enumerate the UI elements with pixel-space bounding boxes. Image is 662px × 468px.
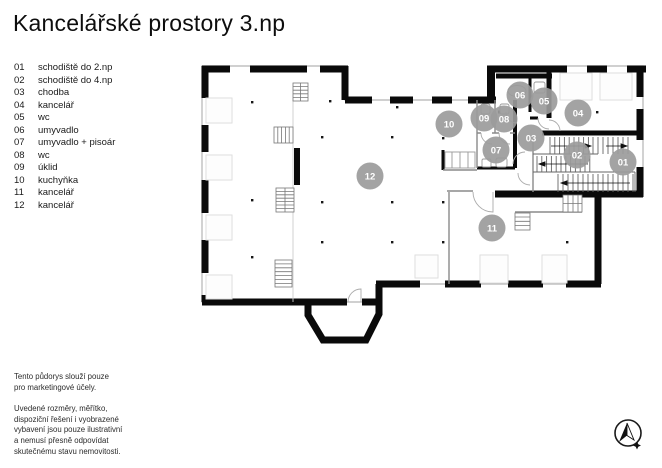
room-marker: [435, 110, 463, 138]
north-arrow-outline: [626, 422, 635, 442]
room-marker-number: 08: [499, 114, 510, 125]
room-marker-number: 03: [526, 133, 537, 144]
disclaimer-line: pro marketingové účely.: [14, 382, 97, 392]
compass-circle: [614, 419, 642, 447]
legend-item: 07 umyvadlo + pisoár: [14, 137, 115, 150]
legend-item-number: 02: [14, 74, 25, 86]
disclaimer-line: Uvedené rozměry, měřítko,: [14, 404, 108, 414]
disclaimer-line: dispoziční řešení i vyobrazené: [14, 414, 119, 424]
room-markers: 01 02 03 04 05 06 07 08 09 10 11 12: [356, 81, 637, 242]
room-marker: [563, 141, 591, 169]
legend-item: 05 wc: [14, 112, 115, 125]
legend-item: 08 wc: [14, 150, 115, 163]
legend-item-number: 04: [14, 99, 25, 111]
room-marker: [470, 104, 498, 132]
shaft-stairs: [273, 82, 583, 288]
room-marker: [478, 214, 506, 242]
room-marker-number: 10: [444, 119, 455, 130]
room-marker: [482, 136, 510, 164]
legend-item-label: kuchyňka: [38, 174, 79, 186]
legend-item-label: wc: [38, 112, 50, 123]
room-marker: [564, 99, 592, 127]
room-marker-number: 05: [539, 96, 550, 107]
disclaimer-line: a nemusí přesně odpovídat: [14, 435, 109, 445]
legend-item-number: 08: [14, 149, 25, 161]
room-marker-number: 11: [487, 223, 498, 234]
legend-item-number: 09: [14, 162, 25, 173]
room-marker: [356, 162, 384, 190]
legend-item-label: chodba: [38, 87, 70, 98]
legend-item-label: umyvadlo: [38, 124, 79, 136]
legend-item-label: kancelář: [38, 199, 74, 211]
legend-item-label: wc: [38, 149, 50, 161]
legend-item: 01 schodiště do 2.np: [14, 62, 115, 75]
legend-item: 02 schodiště do 4.np: [14, 75, 115, 88]
north-arrow-icon: [619, 423, 627, 442]
legend-item-label: úklid: [38, 162, 58, 173]
legend-item: 12 kancelář: [14, 200, 115, 213]
room-marker-number: 04: [573, 108, 584, 119]
room-marker-number: 01: [618, 157, 629, 168]
room-marker: [490, 105, 518, 133]
legend-item-label: kancelář: [38, 99, 74, 111]
room-marker: [609, 148, 637, 176]
disclaimer-line: Tento půdorys slouží pouze: [14, 372, 109, 381]
legend-item: 09 úklid: [14, 162, 115, 175]
column-dots: [251, 100, 599, 259]
stair-arrows: [537, 143, 630, 186]
room-marker: [506, 81, 534, 109]
room-marker-number: 02: [572, 150, 583, 161]
legend-item-number: 07: [14, 137, 25, 148]
legend-item-number: 10: [14, 174, 25, 186]
legend-item-number: 05: [14, 112, 25, 123]
disclaimer-line: skutečnému stavu nemovitosti.: [14, 446, 121, 456]
exterior-walls: [201, 65, 646, 344]
room-marker-number: 09: [479, 113, 490, 124]
compass-star-icon: [633, 441, 641, 450]
legend-item: 03 chodba: [14, 87, 115, 100]
room-marker-number: 07: [491, 145, 502, 156]
room-marker: [530, 87, 558, 115]
legend-item-label: schodiště do 4.np: [38, 74, 113, 86]
compass-icon: [614, 419, 642, 450]
kitchen-counter: [444, 151, 476, 169]
legend-item: 04 kancelář: [14, 100, 115, 113]
furniture: [205, 72, 633, 300]
legend-item-number: 03: [14, 87, 25, 98]
room-marker: [517, 124, 545, 152]
legend-item: 06 umyvadlo: [14, 125, 115, 138]
disclaimer-line: vybavení jsou pouze ilustrativní: [14, 425, 123, 435]
legend-item-number: 06: [14, 124, 25, 136]
legend-item-label: umyvadlo + pisoár: [38, 137, 116, 148]
room-marker-number: 06: [515, 90, 526, 101]
legend-item-number: 12: [14, 199, 25, 211]
legend-item: 10 kuchyňka: [14, 175, 115, 188]
legend-item: 11 kancelář: [14, 187, 115, 200]
room-marker-number: 12: [365, 171, 376, 182]
legend-item-label: kancelář: [38, 187, 74, 198]
legend-item-number: 11: [14, 187, 24, 198]
legend-item-number: 01: [14, 62, 25, 73]
page-title: Kancelářské prostory 3.np: [13, 10, 286, 36]
legend-item-label: schodiště do 2.np: [38, 62, 113, 73]
